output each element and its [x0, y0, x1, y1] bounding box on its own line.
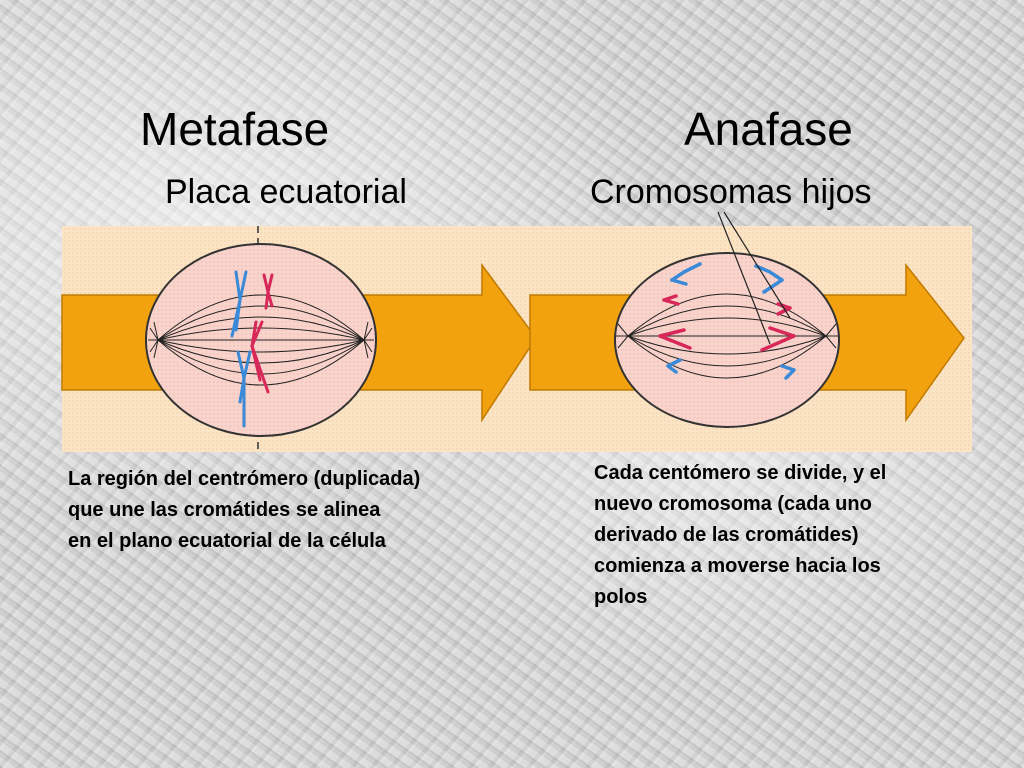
anaphase-description-line: polos — [594, 586, 648, 608]
anaphase-description-line: comienza a moverse hacia los — [594, 555, 881, 577]
anaphase-description-line: derivado de las cromátides) — [594, 524, 859, 546]
anaphase-description-line: nuevo cromosoma (cada uno — [594, 493, 872, 515]
metaphase-chromosomes — [230, 270, 274, 428]
metaphase-title: Metafase — [140, 103, 330, 155]
anaphase-chromosomes — [658, 262, 796, 380]
metaphase-description-line: en el plano ecuatorial de la célula — [68, 530, 386, 552]
anaphase-description-line: Cada centómero se divide, y el — [594, 462, 887, 484]
label-pointer-lines — [717, 211, 791, 345]
anaphase-description: Cada centómero se divide, y el nuevo cro… — [594, 458, 886, 613]
metaphase-description-line: La región del centrómero (duplicada) — [68, 468, 421, 490]
equatorial-plate-label: Placa ecuatorial — [165, 173, 407, 211]
metaphase-description: La región del centrómero (duplicada) que… — [68, 464, 420, 557]
metaphase-description-line: que une las cromátides se alinea — [68, 499, 381, 521]
metaphase-cell — [145, 243, 377, 437]
anaphase-cell — [614, 211, 840, 428]
daughter-chromosomes-label: Cromosomas hijos — [590, 173, 872, 211]
anaphase-title: Anafase — [684, 103, 853, 155]
